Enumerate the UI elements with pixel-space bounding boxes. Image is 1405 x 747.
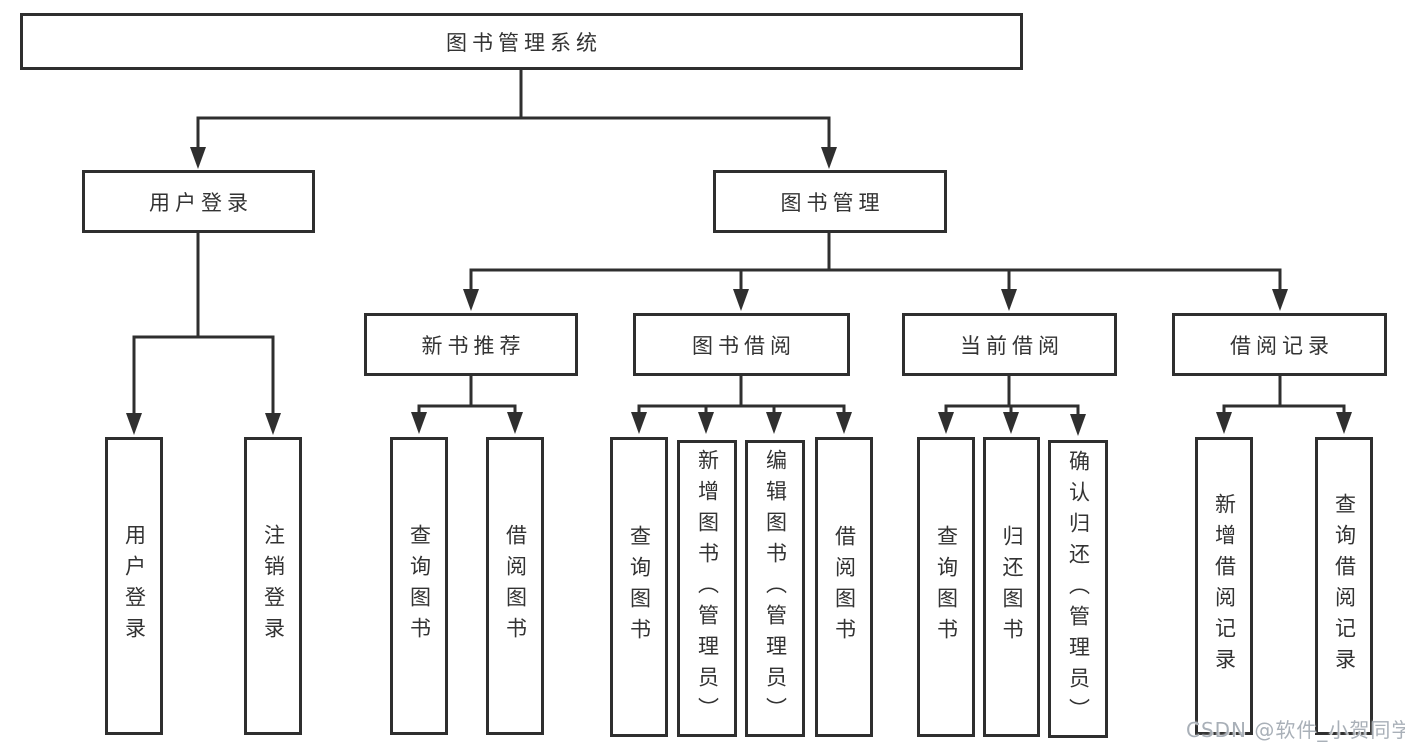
node-root-library-system: 图书管理系统 xyxy=(20,13,1023,70)
node-label: 查询图书 xyxy=(407,524,432,648)
connector-current-borrow xyxy=(938,376,1086,436)
node-label: 查询图书 xyxy=(934,525,959,649)
leaf-query-books-3: 查询图书 xyxy=(917,437,975,737)
connector-user-login xyxy=(126,233,281,435)
node-label: 借阅记录 xyxy=(1230,333,1334,358)
node-label: 借阅图书 xyxy=(503,524,528,648)
leaf-add-borrow-record: 新增借阅记录 xyxy=(1195,437,1253,735)
leaf-edit-book-admin: 编辑图书（管理员） xyxy=(745,440,805,737)
node-current-borrow: 当前借阅 xyxy=(902,313,1117,376)
node-label: 图书借阅 xyxy=(692,333,796,358)
node-label: 注销登录 xyxy=(261,524,286,648)
node-label: 新增借阅记录 xyxy=(1212,493,1237,679)
node-label: 归还图书 xyxy=(1000,525,1025,649)
node-label: 图书管理 xyxy=(780,190,885,215)
leaf-borrow-books-2: 借阅图书 xyxy=(815,437,873,737)
node-label: 查询图书 xyxy=(627,525,652,649)
leaf-query-books-2: 查询图书 xyxy=(610,437,668,737)
node-label: 图书管理系统 xyxy=(446,30,602,55)
connector-new-book-recommend xyxy=(411,376,523,434)
csdn-watermark: CSDN @软件_小贺同学 xyxy=(1186,718,1405,742)
node-label: 用户登录 xyxy=(122,524,147,648)
node-label: 编辑图书（管理员） xyxy=(763,449,788,728)
node-book-management: 图书管理 xyxy=(713,170,947,233)
leaf-borrow-books-1: 借阅图书 xyxy=(486,437,544,735)
leaf-query-borrow-record: 查询借阅记录 xyxy=(1315,437,1373,735)
leaf-user-login: 用户登录 xyxy=(105,437,163,735)
node-label: 新增图书（管理员） xyxy=(695,449,720,728)
leaf-return-books: 归还图书 xyxy=(983,437,1040,737)
node-borrow-records: 借阅记录 xyxy=(1172,313,1387,376)
node-label: 查询借阅记录 xyxy=(1332,493,1357,679)
node-book-borrow: 图书借阅 xyxy=(633,313,850,376)
connector-root xyxy=(190,70,837,169)
leaf-logout: 注销登录 xyxy=(244,437,302,735)
node-label: 当前借阅 xyxy=(960,333,1064,358)
node-label: 确认归还（管理员） xyxy=(1066,449,1091,729)
node-label: 借阅图书 xyxy=(832,525,857,649)
node-new-book-recommend: 新书推荐 xyxy=(364,313,578,376)
connector-book-management xyxy=(463,233,1288,311)
node-label: 新书推荐 xyxy=(421,333,526,358)
leaf-query-books-1: 查询图书 xyxy=(390,437,448,735)
node-user-login: 用户登录 xyxy=(82,170,315,233)
node-label: 用户登录 xyxy=(149,190,253,215)
connector-borrow-records xyxy=(1216,376,1352,434)
leaf-confirm-return-admin: 确认归还（管理员） xyxy=(1048,440,1108,738)
connector-book-borrow xyxy=(631,376,852,434)
leaf-add-book-admin: 新增图书（管理员） xyxy=(677,440,737,737)
